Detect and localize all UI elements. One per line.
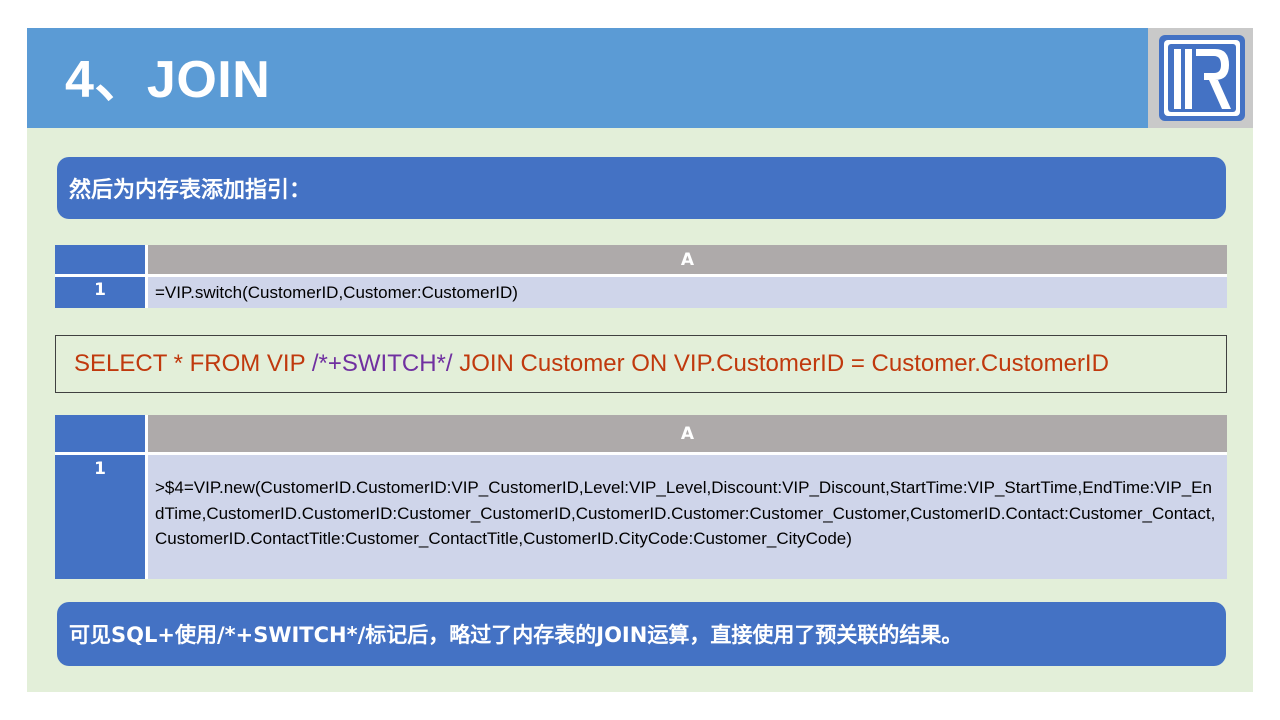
conclusion-banner: 可见SQL+使用/*+SWITCH*/标记后，略过了内存表的JOIN运算，直接使…	[57, 602, 1226, 666]
sql-hint: /*+SWITCH*/	[311, 350, 453, 377]
grid-1: A 1 =VIP.switch(CustomerID,Customer:Cust…	[55, 245, 1227, 308]
slide-title: 4、JOIN	[65, 51, 271, 109]
row-header-1[interactable]: 1	[55, 455, 148, 579]
grid-corner	[55, 245, 148, 277]
column-header-a[interactable]: A	[148, 415, 1227, 455]
grid-corner	[55, 415, 148, 455]
sql-part-1: SELECT * FROM VIP	[74, 350, 312, 377]
logo-icon	[1159, 35, 1245, 121]
row-header-1[interactable]: 1	[55, 277, 148, 308]
intro-banner: 然后为内存表添加指引：	[57, 157, 1226, 219]
grid-2: A 1 >$4=VIP.new(CustomerID.CustomerID:VI…	[55, 415, 1227, 579]
slide: 4、JOIN 然后为内存表添加指引： A 1 =VIP.switch(Custo…	[27, 28, 1253, 692]
grid-cell-a1[interactable]: >$4=VIP.new(CustomerID.CustomerID:VIP_Cu…	[148, 455, 1227, 579]
sql-part-2: JOIN Customer ON VIP.CustomerID = Custom…	[452, 350, 1109, 377]
column-header-a[interactable]: A	[148, 245, 1227, 277]
grid-cell-a1[interactable]: =VIP.switch(CustomerID,Customer:Customer…	[148, 277, 1227, 308]
header-bar: 4、JOIN	[27, 28, 1148, 128]
logo	[1148, 28, 1253, 128]
sql-statement: SELECT * FROM VIP /*+SWITCH*/ JOIN Custo…	[55, 335, 1227, 393]
